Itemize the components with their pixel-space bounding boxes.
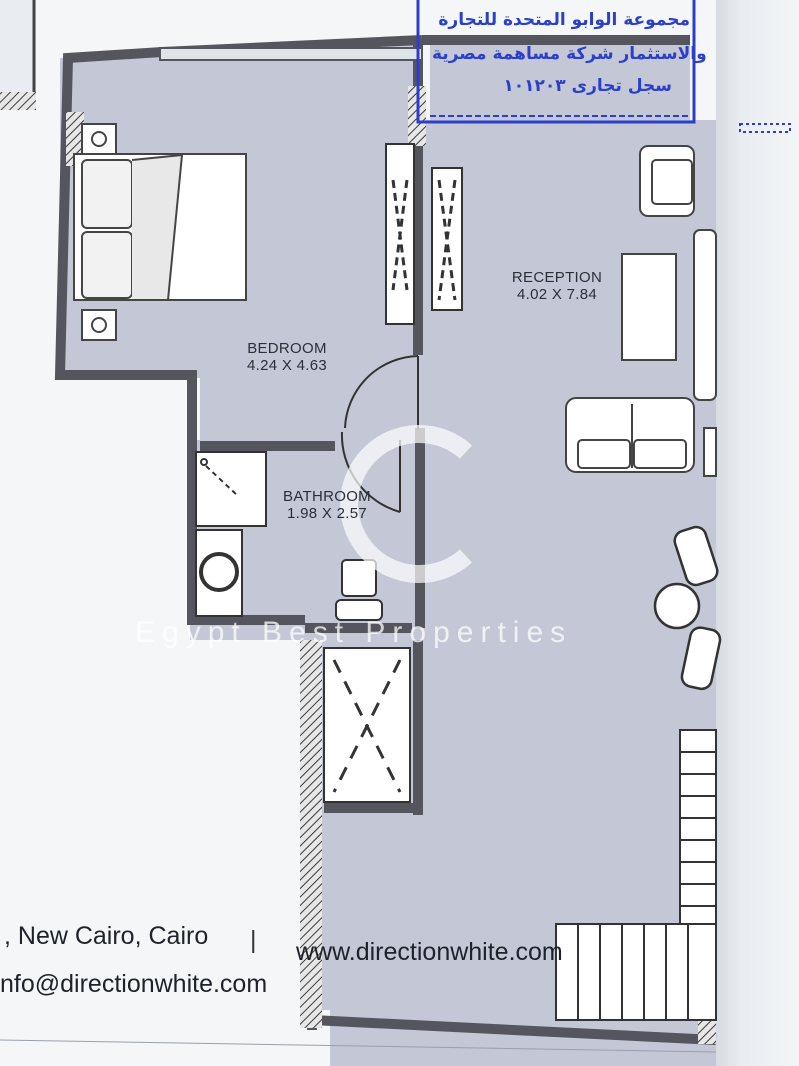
wall-hatch <box>698 1020 716 1044</box>
stamp-line-3: سجل تجارى ١٠١٢٠٣ <box>503 76 672 96</box>
room-bathroom: BATHROOM 1.98 X 2.57 <box>262 488 392 522</box>
room-reception: RECEPTION 4.02 X 7.84 <box>492 269 622 303</box>
staircase <box>555 729 717 1021</box>
room-name: BEDROOM <box>247 340 327 357</box>
sofa-side <box>693 229 717 401</box>
watermark-text: Egypt Best Properties <box>135 616 573 649</box>
footer-separator: | <box>250 926 257 954</box>
stamp-line-2: والاستثمار شركة مساهمة مصرية <box>432 44 707 64</box>
footer-email: nfo@directionwhite.com <box>0 970 268 998</box>
page-edge <box>716 0 799 1066</box>
room-bedroom: BEDROOM 4.24 X 4.63 <box>232 340 342 374</box>
toilet <box>335 559 383 621</box>
stamp-line-1: مجموعة الوابو المتحدة للتجارة <box>438 10 690 30</box>
armchair <box>639 145 695 217</box>
wall-hatch <box>300 640 322 1028</box>
company-stamp <box>416 0 791 133</box>
sofa <box>565 397 695 473</box>
room-dims: 1.98 X 2.57 <box>286 505 368 522</box>
side-cabinet <box>703 427 717 477</box>
page-crease <box>0 1039 717 1053</box>
wardrobe <box>385 143 463 325</box>
footer-address: , New Cairo, Cairo <box>4 922 209 950</box>
dining-set <box>653 525 722 691</box>
room-name: BATHROOM <box>283 488 371 505</box>
room-dims: 4.24 X 4.63 <box>246 357 328 374</box>
coffee-table <box>621 253 677 361</box>
window <box>159 47 423 61</box>
footer-website: www.directionwhite.com <box>296 938 563 966</box>
room-dims: 4.02 X 7.84 <box>516 286 598 303</box>
shower <box>195 451 267 527</box>
washbasin <box>195 529 243 617</box>
door-bedroom <box>344 355 419 430</box>
column <box>66 112 84 166</box>
neighbor-unit-fragment <box>0 0 36 110</box>
watermark-logo <box>340 425 473 583</box>
storage-closet <box>323 647 411 803</box>
bed <box>73 123 247 341</box>
room-name: RECEPTION <box>511 269 603 286</box>
